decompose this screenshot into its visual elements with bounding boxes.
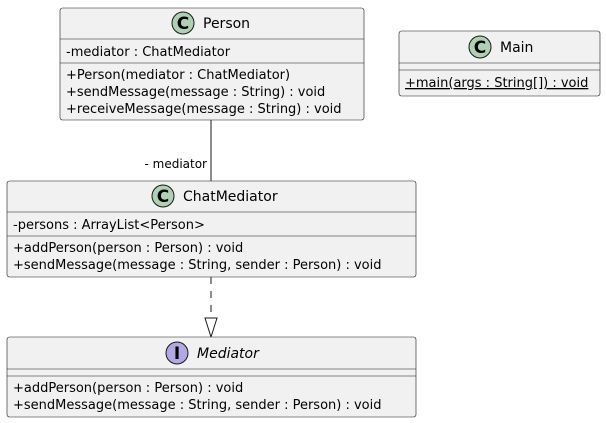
class-badge-letter: C (474, 38, 486, 58)
class-main[interactable]: C Main +main(args : String[]) : void (398, 30, 601, 97)
interface-name: Mediator (197, 346, 260, 362)
class-method-static: +main(args : String[]) : void (405, 76, 588, 91)
class-field: -mediator : ChatMediator (66, 45, 231, 60)
class-name: ChatMediator (183, 189, 278, 205)
realization-chatmediator-mediator (204, 277, 218, 339)
class-field: -persons : ArrayList<Person> (13, 218, 205, 233)
class-badge-icon (151, 184, 175, 208)
class-method: +sendMessage(message : String, sender : … (13, 258, 382, 273)
interface-mediator[interactable]: I Mediator +addPerson(person : Person) :… (6, 336, 417, 418)
interface-badge-letter: I (174, 344, 180, 364)
class-method: +Person(mediator : ChatMediator) (66, 68, 290, 83)
realization-arrowhead (204, 317, 218, 339)
class-person[interactable]: C Person -mediator : ChatMediator +Perso… (59, 7, 365, 121)
class-name: Person (203, 16, 250, 32)
interface-method: +sendMessage(message : String, sender : … (13, 398, 382, 413)
class-badge-letter: C (157, 187, 169, 207)
class-badge-letter: C (177, 14, 189, 34)
class-chatmediator[interactable]: C ChatMediator -persons : ArrayList<Pers… (6, 180, 417, 278)
interface-badge-icon (165, 341, 189, 365)
class-method: +addPerson(person : Person) : void (13, 241, 243, 256)
association-role-label: - mediator (144, 157, 207, 171)
class-method: +receiveMessage(message : String) : void (66, 102, 342, 117)
interface-method: +addPerson(person : Person) : void (13, 381, 243, 396)
class-badge-icon (171, 11, 195, 35)
class-name: Main (500, 40, 533, 56)
class-method: +sendMessage(message : String) : void (66, 85, 325, 100)
class-badge-icon (468, 35, 492, 59)
